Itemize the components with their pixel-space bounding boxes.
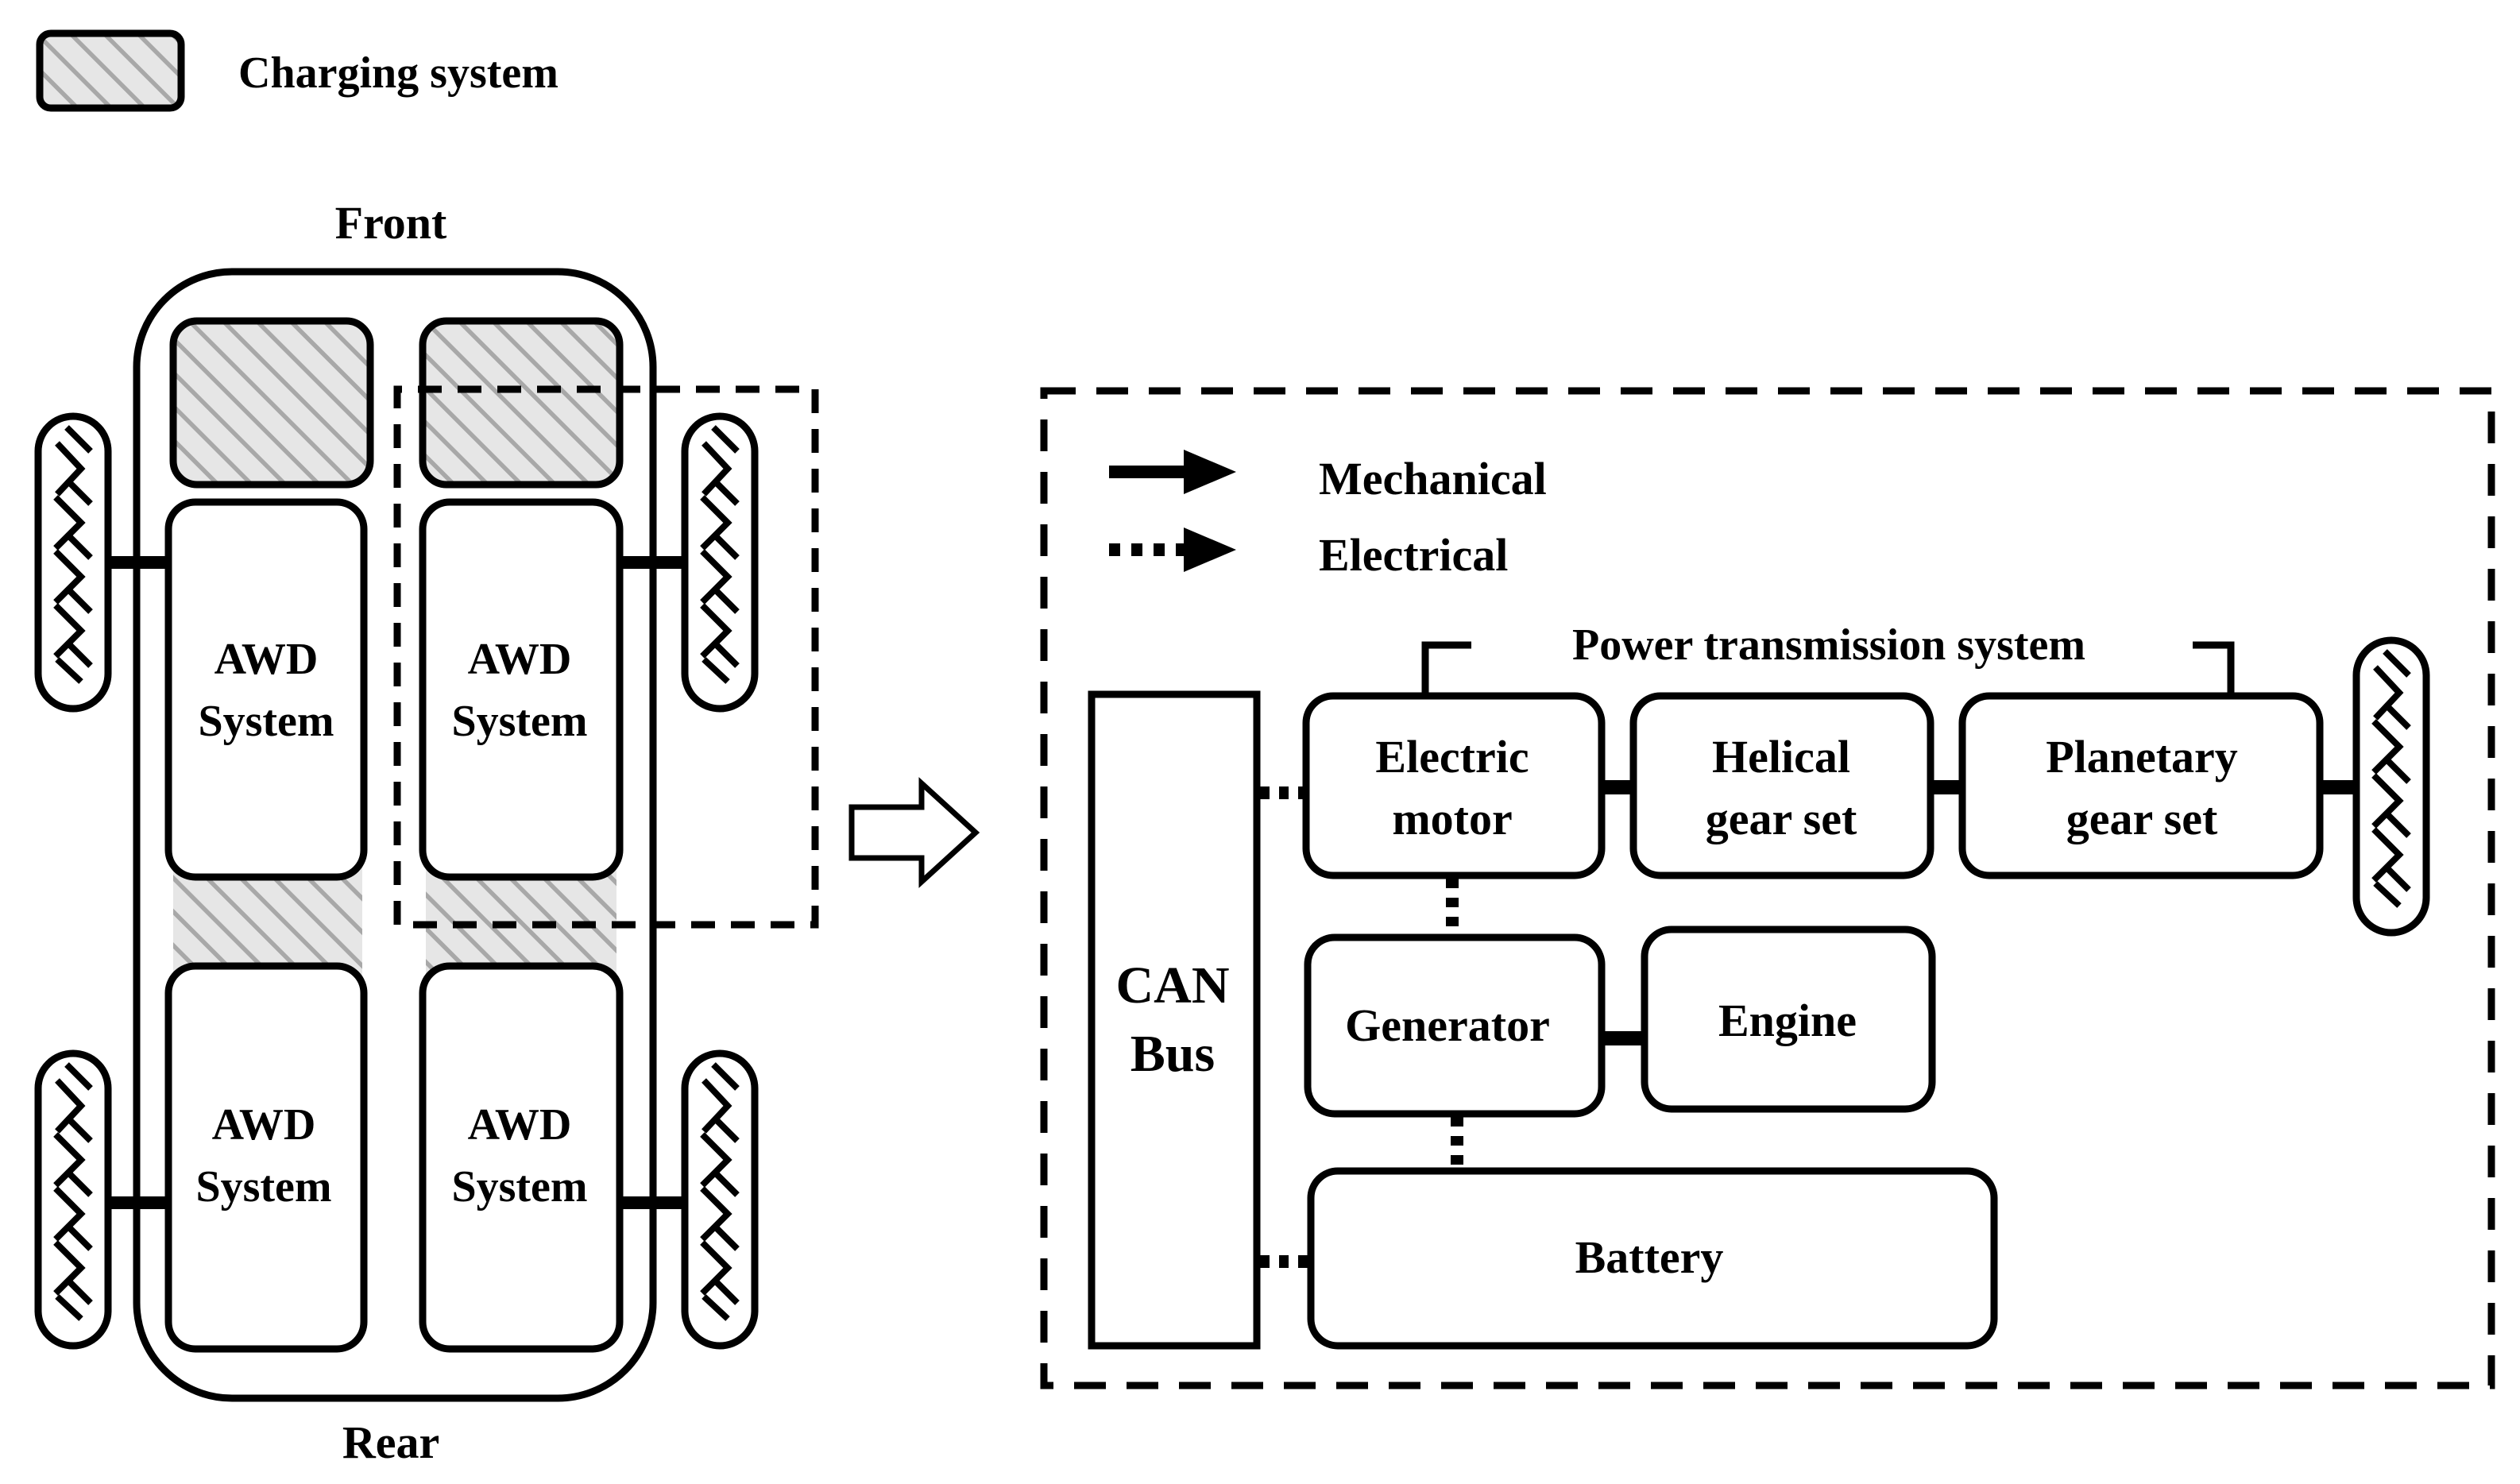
- front-label: Front: [335, 197, 447, 249]
- awd-module-label: AWD: [468, 1100, 572, 1150]
- mechanical-link-planetary-tire: [2317, 780, 2356, 794]
- axle-front-right: [616, 556, 683, 569]
- power-transmission-bracket: [2193, 641, 2235, 696]
- awd-module-front-right: [419, 498, 624, 881]
- axle-rear-right: [616, 1196, 683, 1209]
- awd-module-label: System: [198, 697, 334, 746]
- awd-module-label: AWD: [212, 1100, 316, 1150]
- electric-motor-label: motor: [1392, 793, 1512, 844]
- engine-label: Engine: [1718, 995, 1857, 1046]
- awd-module-label: AWD: [215, 635, 319, 684]
- detail-panel-border: [1040, 387, 2495, 1389]
- axle-front-left: [105, 556, 172, 569]
- awd-module-label: System: [451, 697, 587, 746]
- planetary-gear-box: [1958, 692, 2324, 879]
- mechanical-arrow-icon: [1109, 450, 1236, 494]
- awd-module-label: System: [195, 1162, 331, 1212]
- electric-motor-label: Electric: [1375, 731, 1529, 783]
- charging-area-mid-left: [173, 866, 362, 977]
- tire-icon: [685, 416, 755, 709]
- charging-legend-label: Charging system: [238, 48, 558, 98]
- planetary-gear-label: Planetary: [2046, 731, 2238, 783]
- power-transmission-bracket: [1421, 641, 1471, 696]
- tire-icon: [2356, 640, 2426, 933]
- awd-module-rear-right: [419, 962, 624, 1353]
- electrical-legend-label: Electrical: [1319, 529, 1508, 581]
- generator-label: Generator: [1345, 999, 1550, 1051]
- battery-label: Battery: [1575, 1231, 1724, 1283]
- charging-legend-swatch: [36, 29, 185, 112]
- expand-arrow-icon: [848, 777, 980, 888]
- can-bus-label: Bus: [1131, 1025, 1215, 1083]
- charging-area-front-left: [169, 317, 374, 489]
- tire-icon: [38, 1053, 108, 1346]
- helical-gear-label: Helical: [1712, 731, 1850, 783]
- awd-module-label: System: [451, 1162, 587, 1212]
- awd-module-front-left: [164, 498, 368, 881]
- can-bus-box: [1088, 690, 1261, 1350]
- rear-label: Rear: [342, 1416, 439, 1468]
- tire-icon: [38, 416, 108, 709]
- helical-gear-box: [1629, 692, 1934, 879]
- awd-module-rear-left: [164, 962, 368, 1353]
- tire-icon: [685, 1053, 755, 1346]
- axle-rear-left: [105, 1196, 172, 1209]
- mechanical-link-helical-planetary: [1927, 780, 1965, 794]
- awd-module-label: AWD: [468, 635, 572, 684]
- mechanical-link-motor-helical: [1598, 780, 1637, 794]
- mechanical-link-generator-engine: [1598, 1031, 1648, 1045]
- selection-dashed-box: [393, 385, 819, 929]
- electrical-arrow-icon: [1109, 528, 1236, 572]
- planetary-gear-label: gear set: [2066, 793, 2218, 844]
- helical-gear-label: gear set: [1706, 793, 1857, 844]
- engine-box: [1641, 926, 1936, 1113]
- can-bus-label: CAN: [1116, 956, 1230, 1014]
- charging-area-front-right: [419, 317, 624, 489]
- electric-motor-box: [1302, 692, 1606, 879]
- generator-box: [1304, 933, 1606, 1118]
- mechanical-legend-label: Mechanical: [1319, 453, 1547, 504]
- power-transmission-label: Power transmission system: [1572, 620, 2085, 670]
- battery-box: [1307, 1167, 1998, 1350]
